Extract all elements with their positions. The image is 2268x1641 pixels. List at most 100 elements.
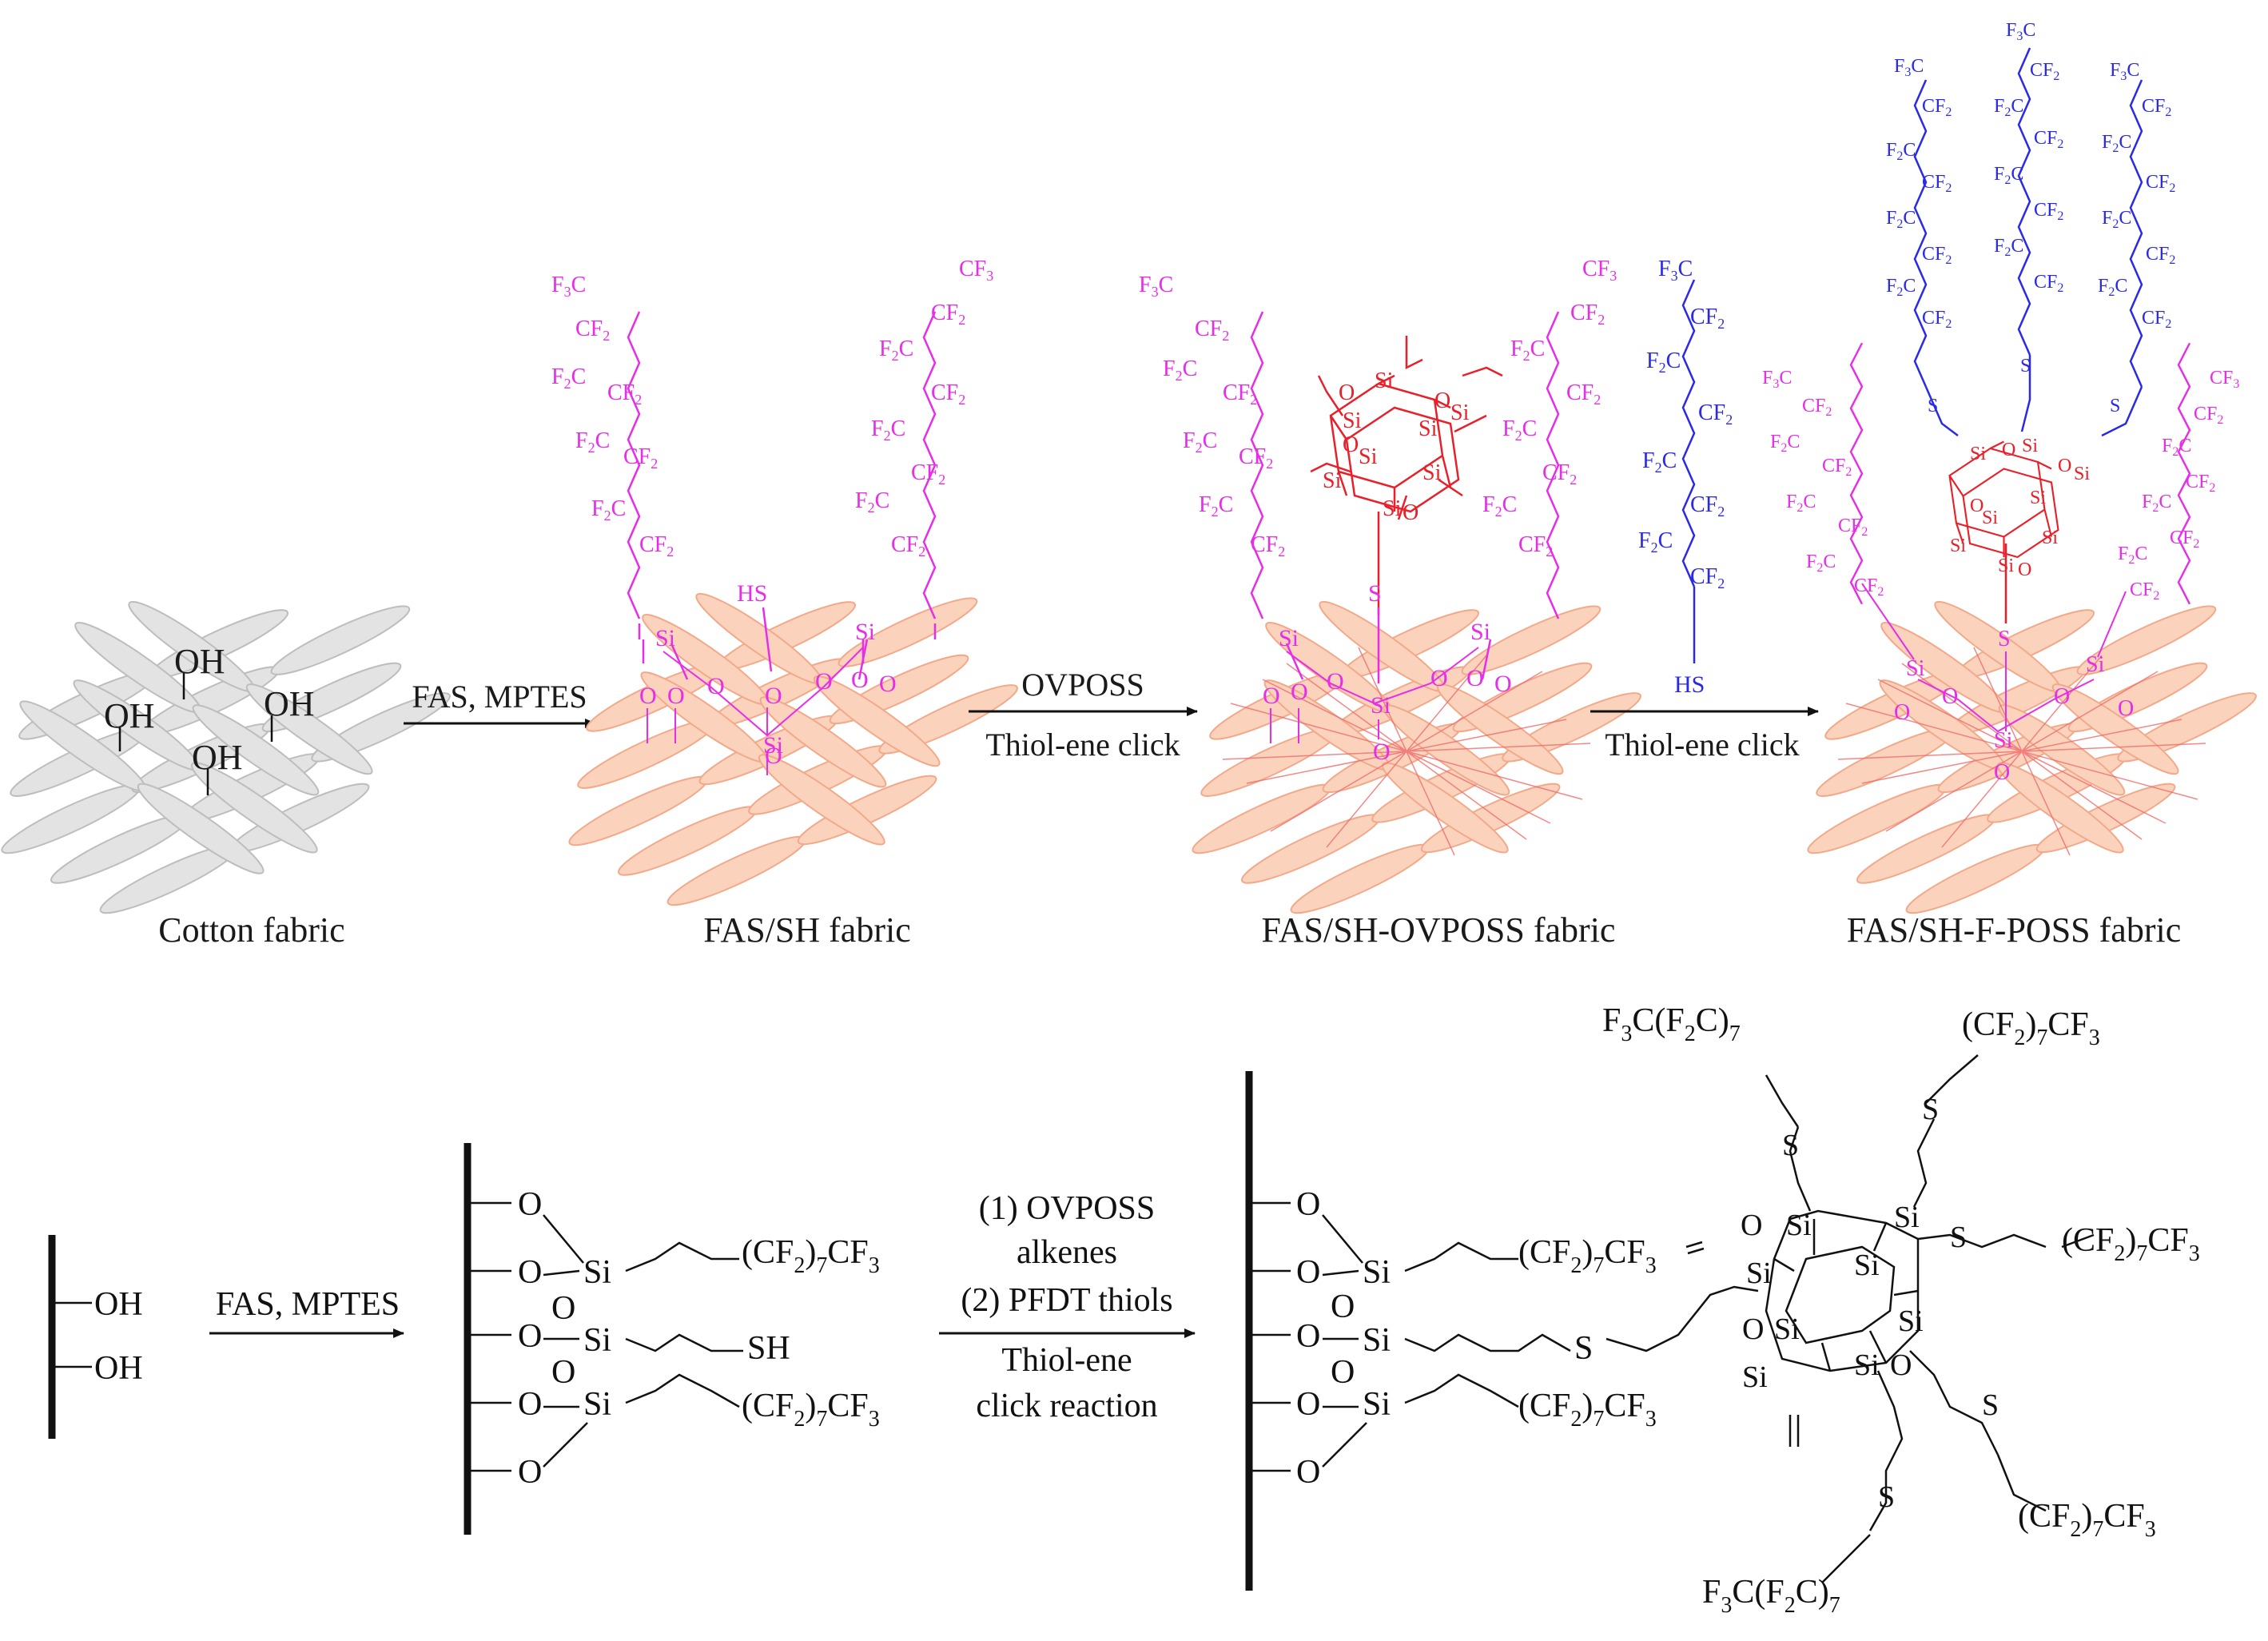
svg-text:O: O [518,1454,542,1491]
svg-text:Si: Si [1323,468,1342,493]
svg-text:F2C: F2C [1994,96,2023,119]
svg-text:O: O [1742,1312,1764,1346]
svg-text:F2C: F2C [1638,528,1673,556]
svg-text:S: S [1922,1093,1939,1126]
svg-text:CF2: CF2 [1838,516,1868,539]
svg-text:S: S [2110,396,2120,416]
fas-chain-labels: F3C CF2 F2C CF2 F2C CF2 F2C CF2 CF3 CF2 … [551,257,993,560]
svg-text:S: S [1998,627,2011,651]
svg-text:O: O [1890,1348,1912,1382]
siloxane-network: S Si Si Si O O O O O O O [1263,580,1512,765]
svg-text:O: O [765,683,782,709]
fas-sh-f-poss-panel: F3C CF2 F2C CF2 F2C CF2 F2C CF2 F3C CF2 … [1762,20,2262,950]
svg-text:CF2: CF2 [931,301,965,328]
svg-text:Si: Si [1746,1257,1772,1290]
svg-text:O: O [1466,665,1484,691]
svg-text:CF2: CF2 [2146,244,2175,267]
svg-text:Si: Si [1774,1312,1800,1346]
svg-text:O: O [879,671,897,697]
svg-text:F2C: F2C [551,364,586,392]
svg-text:Si: Si [1383,496,1402,521]
svg-text:Si: Si [1371,692,1391,719]
svg-text:F2C: F2C [1994,236,2023,259]
f-poss-substrate: O O O O O Si Si Si O O (CF2)7CF3 S (CF2)… [1245,1071,1759,1591]
svg-text:O: O [1942,684,1958,709]
svg-text:Si: Si [1375,368,1394,393]
svg-text:Si: Si [1950,536,1966,556]
arrow-label: FAS, MPTES [216,1286,400,1323]
svg-text:CF3: CF3 [959,257,993,284]
svg-text:F3C(F2C)7: F3C(F2C)7 [1702,1574,1840,1618]
svg-text:O: O [1296,1454,1320,1491]
svg-text:F2C: F2C [1510,337,1545,364]
svg-text:OH: OH [94,1350,143,1387]
svg-text:O: O [1373,739,1391,765]
svg-text:O: O [1994,760,2010,785]
silanized-substrate: O O O O O Si Si Si O O (CF2)7CF3 SH (CF2… [464,1143,880,1535]
svg-text:F3C: F3C [2110,60,2139,83]
svg-text:Si: Si [655,625,675,651]
svg-text:CF2: CF2 [1518,532,1553,560]
svg-text:F3C: F3C [1139,273,1173,300]
svg-text:CF3: CF3 [1582,257,1617,284]
pfdt-thiol-reagent: F3C CF2 F2C CF2 F2C CF2 F2C CF2 HS [1638,257,1733,698]
svg-text:CF2: CF2 [2170,528,2199,551]
svg-text:F2C: F2C [1786,492,1816,515]
arrow-label: FAS, MPTES [412,679,587,715]
svg-text:Si: Si [1279,625,1299,651]
svg-text:O: O [518,1254,542,1291]
svg-text:O: O [1741,1209,1762,1242]
svg-text:F2C: F2C [2142,492,2171,515]
siloxane-network: S Si Si Si O O O O O [1861,583,2134,785]
ovposs-cage [1310,336,1503,615]
svg-text:CF3: CF3 [2210,368,2239,391]
svg-text:Si: Si [1363,1254,1391,1291]
svg-text:F2C: F2C [2162,436,2191,459]
svg-text:CF2: CF2 [1690,564,1725,591]
svg-text:CF2: CF2 [607,380,642,408]
svg-text:Si: Si [855,619,875,645]
svg-text:Si: Si [1898,1304,1924,1338]
svg-text:CF2: CF2 [1922,308,1952,331]
svg-text:Si: Si [1418,416,1438,441]
svg-text:F2C: F2C [2102,208,2131,231]
svg-text:F2C: F2C [1886,140,1916,163]
svg-text:CF2: CF2 [1195,317,1229,344]
svg-text:F2C: F2C [1994,164,2023,187]
svg-text:F2C: F2C [1482,492,1517,520]
svg-text:O: O [518,1186,542,1223]
panel-caption: Cotton fabric [158,910,344,950]
f-poss-cage-structure: O Si Si Si Si O Si Si Si Si O S S S S S … [1602,1002,2200,1618]
svg-text:Si: Si [1854,1348,1880,1382]
bottom-reaction-scheme: OH OH FAS, MPTES O O O O O Si Si Si [48,1002,2200,1618]
svg-text:S: S [1928,396,1938,416]
svg-text:S: S [1368,580,1382,607]
svg-text:Si: Si [1422,460,1442,485]
svg-text:CF2: CF2 [891,532,925,560]
svg-text:CF2: CF2 [1570,301,1605,328]
arrow-label: (1) OVPOSS [979,1190,1156,1227]
svg-text:Si: Si [583,1386,611,1423]
svg-text:F2C: F2C [1886,208,1916,231]
svg-text:CF2: CF2 [2034,128,2063,151]
svg-text:O: O [639,683,657,709]
svg-text:O: O [1430,665,1448,691]
svg-text:CF2: CF2 [1239,444,1273,472]
svg-text:O: O [1894,700,1910,725]
svg-text:Si: Si [2030,488,2046,508]
panel-caption: FAS/SH-OVPOSS fabric [1262,910,1616,950]
svg-text:(CF2)7CF3: (CF2)7CF3 [2018,1498,2156,1542]
svg-text:F2C: F2C [1183,428,1217,456]
svg-text:Si: Si [2022,436,2038,456]
svg-text:CF2: CF2 [2034,272,2063,295]
panel-caption: FAS/SH-F-POSS fabric [1847,910,2181,950]
svg-text:Si: Si [583,1254,611,1291]
svg-text:CF2: CF2 [911,460,945,488]
arrow-label: click reaction [976,1388,1157,1424]
svg-text:CF2: CF2 [1566,380,1601,408]
grafted-chain-labels: F3C CF2 F2C CF2 F2C CF2 F2C CF2 F3C CF2 … [1886,20,2175,416]
svg-text:Si: Si [1998,556,2014,576]
panel-caption: FAS/SH fabric [703,910,911,950]
svg-text:F2C: F2C [871,416,905,444]
